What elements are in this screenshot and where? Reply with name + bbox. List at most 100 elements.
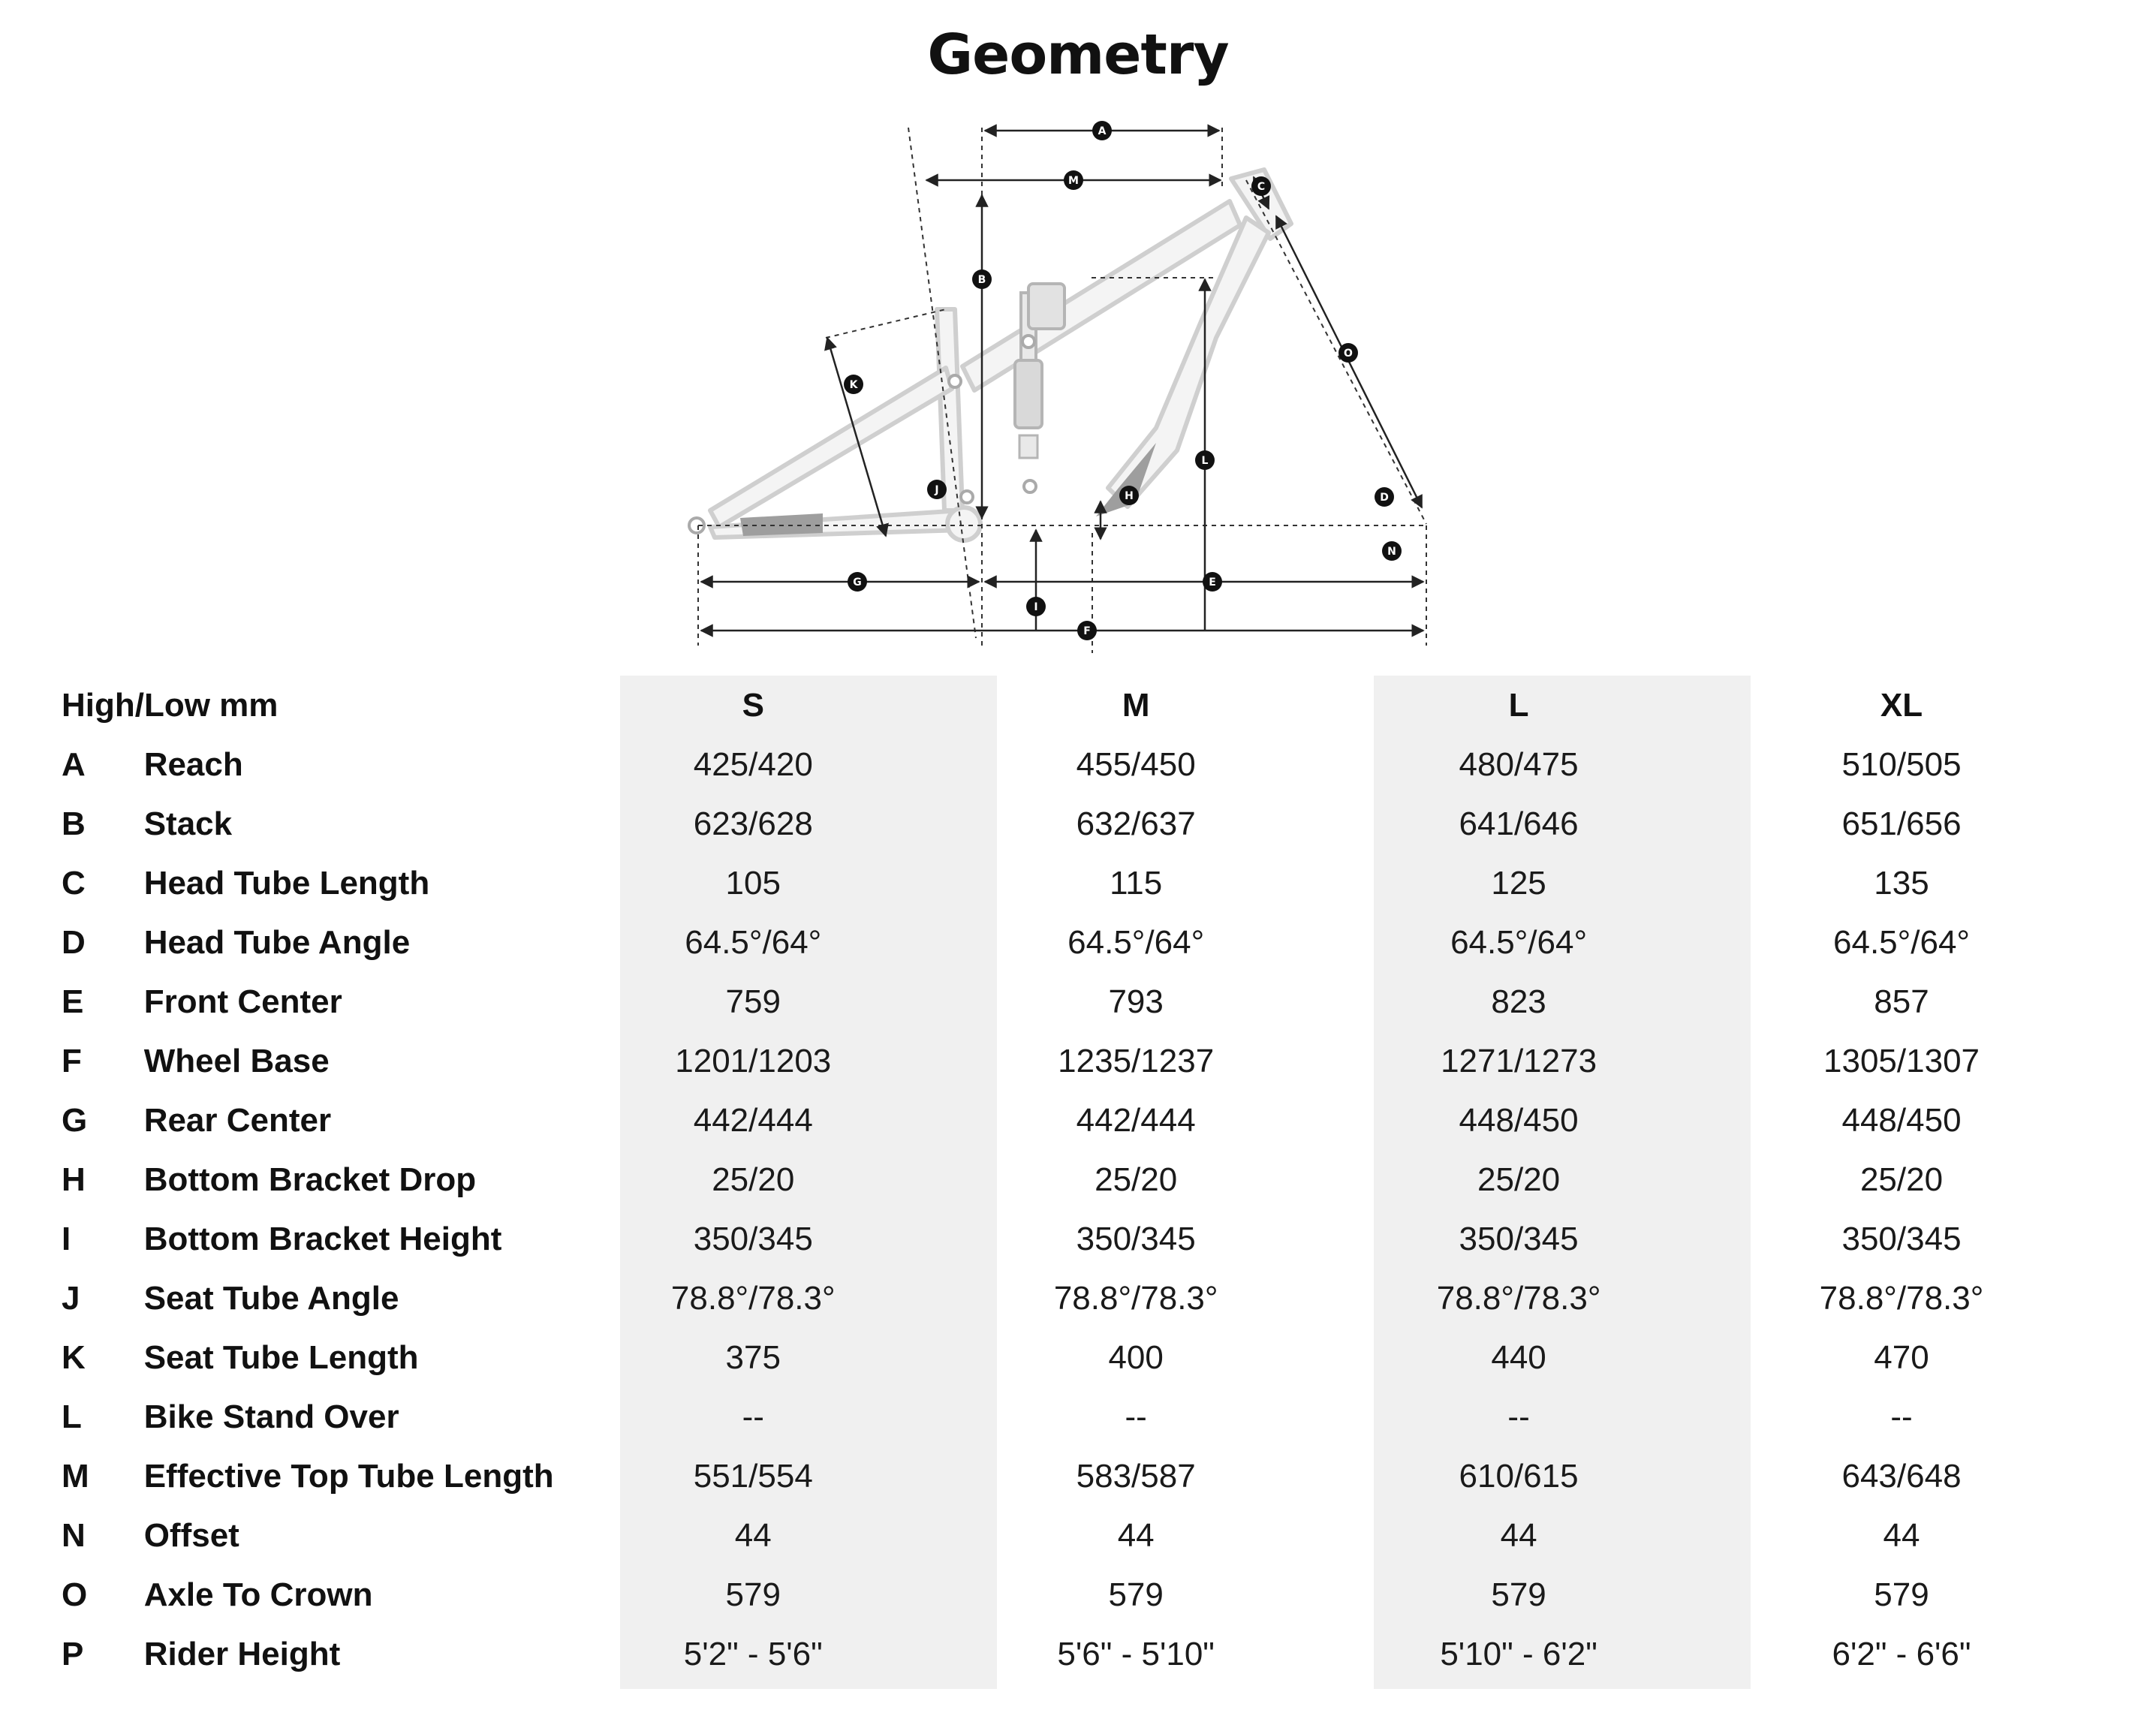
value-cell-l: -- [1507, 1398, 1530, 1435]
value-cell-s: 64.5°/64° [685, 923, 822, 961]
value-cell-l: 25/20 [1477, 1161, 1561, 1198]
row-letter: A [62, 745, 86, 783]
value-cell-l: 579 [1491, 1576, 1546, 1613]
value-cell-xl: 579 [1874, 1576, 1929, 1613]
row-label: Head Tube Length [143, 864, 430, 902]
value-cell-s: 375 [725, 1338, 781, 1376]
row-letter: D [62, 923, 86, 961]
value-cell-l: 1271/1273 [1441, 1042, 1597, 1079]
construction-lines [697, 127, 1427, 653]
row-label: Effective Top Tube Length [143, 1457, 554, 1495]
value-cell-m: 1235/1237 [1058, 1042, 1215, 1079]
value-cell-xl: 510/505 [1841, 745, 1962, 783]
marker-A: A [1092, 121, 1112, 140]
row-letter: G [62, 1101, 88, 1139]
value-cell-s: -- [742, 1398, 764, 1435]
row-letter: N [62, 1516, 86, 1554]
svg-text:I: I [1034, 601, 1037, 613]
value-cell-m: -- [1125, 1398, 1147, 1435]
row-letter: I [62, 1220, 71, 1257]
svg-text:J: J [934, 484, 938, 496]
marker-M: M [1064, 170, 1083, 190]
value-cell-xl: 78.8°/78.3° [1819, 1279, 1984, 1317]
svg-text:H: H [1125, 490, 1134, 502]
svg-text:O: O [1344, 348, 1353, 360]
row-letter: J [62, 1279, 80, 1317]
value-cell-xl: 448/450 [1841, 1101, 1962, 1139]
row-letter: P [62, 1635, 84, 1672]
value-cell-xl: 857 [1874, 983, 1929, 1020]
value-cell-l: 44 [1500, 1516, 1537, 1554]
page-title: Geometry [927, 23, 1229, 87]
value-cell-m: 579 [1108, 1576, 1164, 1613]
size-l-column-shading [1374, 676, 1751, 1689]
value-cell-l: 350/345 [1459, 1220, 1579, 1257]
row-label: Seat Tube Length [143, 1338, 419, 1376]
row-label: Axle To Crown [143, 1576, 373, 1613]
size-header-xl: XL [1880, 686, 1923, 724]
value-cell-m: 44 [1117, 1516, 1155, 1554]
value-cell-m: 442/444 [1076, 1101, 1196, 1139]
marker-F: F [1077, 621, 1097, 640]
rear-shock [1013, 282, 1066, 459]
value-cell-l: 610/615 [1459, 1457, 1579, 1495]
value-cell-xl: 470 [1874, 1338, 1929, 1376]
marker-D: D [1375, 487, 1394, 507]
row-letter: C [62, 864, 86, 902]
value-cell-l: 448/450 [1459, 1101, 1579, 1139]
geometry-diagram: A M C B O K L J H D N G E I F [688, 121, 1427, 653]
value-cell-xl: 25/20 [1859, 1161, 1944, 1198]
value-cell-m: 793 [1108, 983, 1164, 1020]
pivot-points [688, 334, 1037, 534]
value-cell-l: 64.5°/64° [1450, 923, 1588, 961]
value-cell-s: 425/420 [693, 745, 813, 783]
svg-text:E: E [1209, 577, 1216, 589]
value-cell-xl: 643/648 [1841, 1457, 1962, 1495]
row-label: Reach [143, 745, 243, 783]
row-label: Wheel Base [143, 1042, 330, 1079]
marker-L: L [1195, 450, 1215, 470]
size-s-column-shading [620, 676, 997, 1689]
svg-text:G: G [853, 577, 862, 589]
row-label: Bike Stand Over [143, 1398, 399, 1435]
value-cell-xl: 350/345 [1841, 1220, 1962, 1257]
row-label: Bottom Bracket Height [143, 1220, 502, 1257]
svg-text:M: M [1068, 175, 1079, 187]
value-cell-xl: 651/656 [1841, 805, 1962, 842]
value-cell-xl: 135 [1874, 864, 1929, 902]
value-cell-xl: 64.5°/64° [1833, 923, 1971, 961]
unit-header: High/Low mm [62, 686, 279, 724]
value-cell-xl: 6'2" - 6'6" [1832, 1635, 1971, 1672]
dimension-lines [700, 124, 1425, 637]
size-header-m: M [1122, 686, 1150, 724]
value-cell-xl: 1305/1307 [1823, 1042, 1980, 1079]
row-letter: F [62, 1042, 82, 1079]
row-label: Bottom Bracket Drop [143, 1161, 477, 1198]
row-label: Offset [143, 1516, 239, 1554]
svg-text:F: F [1083, 625, 1091, 637]
marker-O: O [1338, 343, 1358, 363]
svg-text:D: D [1380, 492, 1389, 504]
value-cell-m: 64.5°/64° [1067, 923, 1205, 961]
value-cell-s: 623/628 [693, 805, 813, 842]
value-cell-l: 823 [1491, 983, 1546, 1020]
value-cell-l: 5'10" - 6'2" [1440, 1635, 1597, 1672]
value-cell-s: 551/554 [693, 1457, 813, 1495]
marker-K: K [844, 375, 863, 394]
row-letter: M [62, 1457, 89, 1495]
value-cell-l: 480/475 [1459, 745, 1579, 783]
row-label: Front Center [143, 983, 342, 1020]
table-header-row: High/Low mm S M L XL [62, 676, 2093, 735]
row-label: Seat Tube Angle [143, 1279, 399, 1317]
value-cell-xl: -- [1890, 1398, 1913, 1435]
